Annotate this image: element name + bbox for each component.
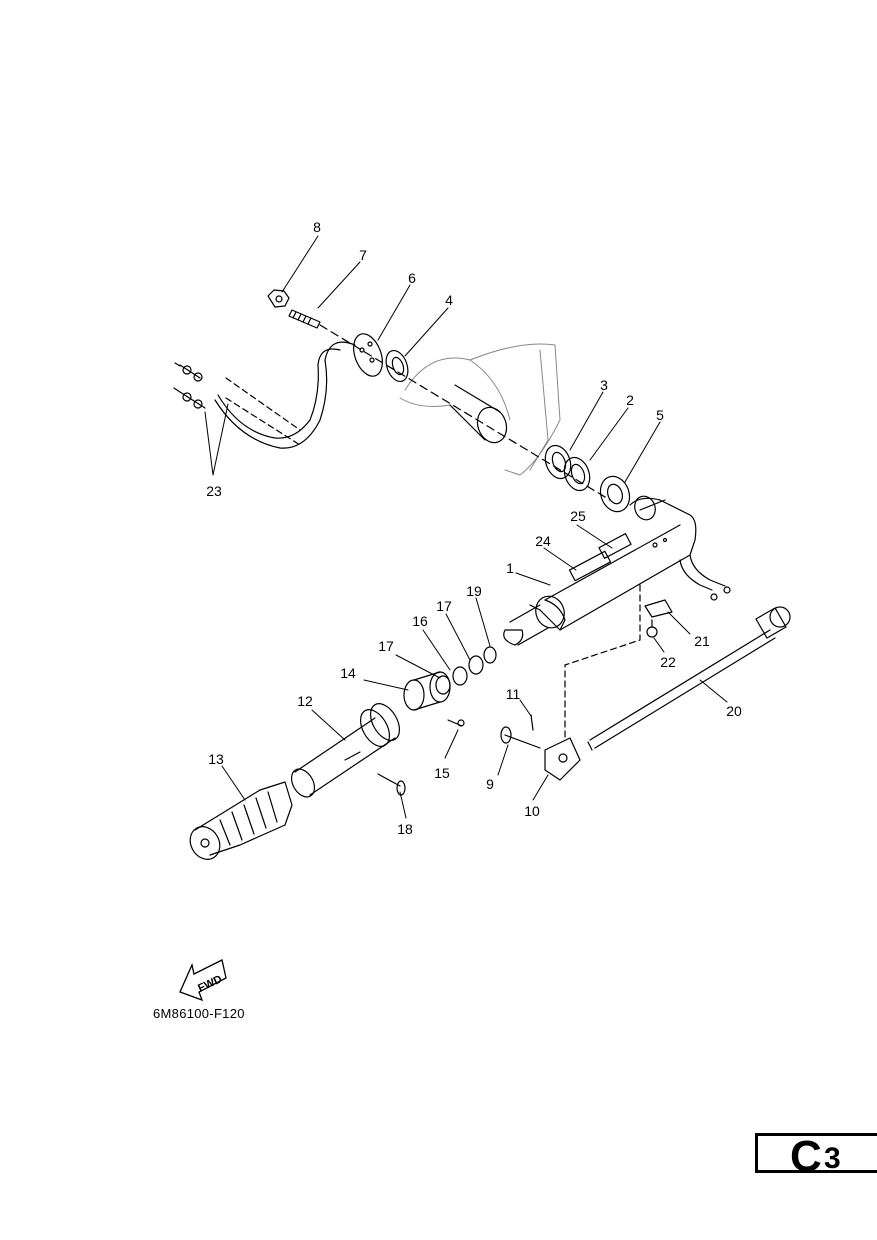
callout-4: 4: [445, 292, 453, 308]
guide-line: [564, 584, 641, 741]
steering-handle-1: [503, 495, 731, 646]
fwd-arrow-icon: FWD: [179, 959, 227, 1002]
collar-14: [403, 671, 451, 711]
washer-17b: [468, 655, 484, 675]
callout-25: 25: [570, 508, 586, 524]
callout-layer: 1234567891011121314151617171819202122232…: [206, 219, 742, 837]
callout-12: 12: [297, 693, 313, 709]
leader-lines: [204, 235, 728, 819]
page-letter: C: [790, 1132, 822, 1181]
plate-21: [644, 599, 673, 618]
screw-15: [447, 719, 465, 727]
callout-17: 17: [436, 598, 452, 614]
washer-17a: [452, 666, 468, 686]
bushing-5: [599, 475, 631, 513]
pin-11: [530, 714, 534, 731]
nut-8: [267, 289, 290, 308]
cable-bundle-23: [173, 341, 356, 449]
callout-6: 6: [408, 270, 416, 286]
callout-9: 9: [486, 776, 494, 792]
page-marker: C 3: [755, 1132, 877, 1181]
callout-24: 24: [535, 533, 551, 549]
callout-16: 16: [412, 613, 428, 629]
assembly-axis: [319, 324, 611, 501]
page-number: 3: [824, 1142, 841, 1175]
washer-2: [563, 456, 591, 492]
screw-22: [646, 619, 658, 638]
callout-13: 13: [208, 751, 224, 767]
part-code: 6M86100-F120: [153, 1006, 245, 1021]
bracket-tube: [449, 384, 508, 444]
grip-sleeve-12: [290, 703, 401, 798]
grip-13: [189, 781, 293, 860]
callout-14: 14: [340, 665, 356, 681]
callout-21: 21: [694, 633, 710, 649]
callout-5: 5: [656, 407, 664, 423]
callout-20: 20: [726, 703, 742, 719]
callout-22: 22: [660, 654, 676, 670]
callout-18: 18: [397, 821, 413, 837]
washer-3: [544, 444, 572, 480]
callout-2: 2: [626, 392, 634, 408]
callout-10: 10: [524, 803, 540, 819]
bolt-7: [288, 309, 321, 329]
callout-23: 23: [206, 483, 222, 499]
bolt-9: [500, 726, 541, 749]
nut-19: [483, 646, 497, 664]
callout-7: 7: [359, 247, 367, 263]
callout-19: 19: [466, 583, 482, 599]
callout-8: 8: [313, 219, 321, 235]
plate-6: [353, 333, 383, 377]
throttle-shaft-20: [587, 606, 791, 751]
link-10: [544, 737, 581, 781]
screw-18: [377, 773, 406, 796]
callout-17: 17: [378, 638, 394, 654]
callout-11: 11: [506, 686, 521, 702]
callout-15: 15: [434, 765, 450, 781]
callout-1: 1: [506, 560, 514, 576]
fwd-label: FWD: [196, 973, 224, 994]
callout-3: 3: [600, 377, 608, 393]
bracket-outline: [399, 343, 561, 476]
